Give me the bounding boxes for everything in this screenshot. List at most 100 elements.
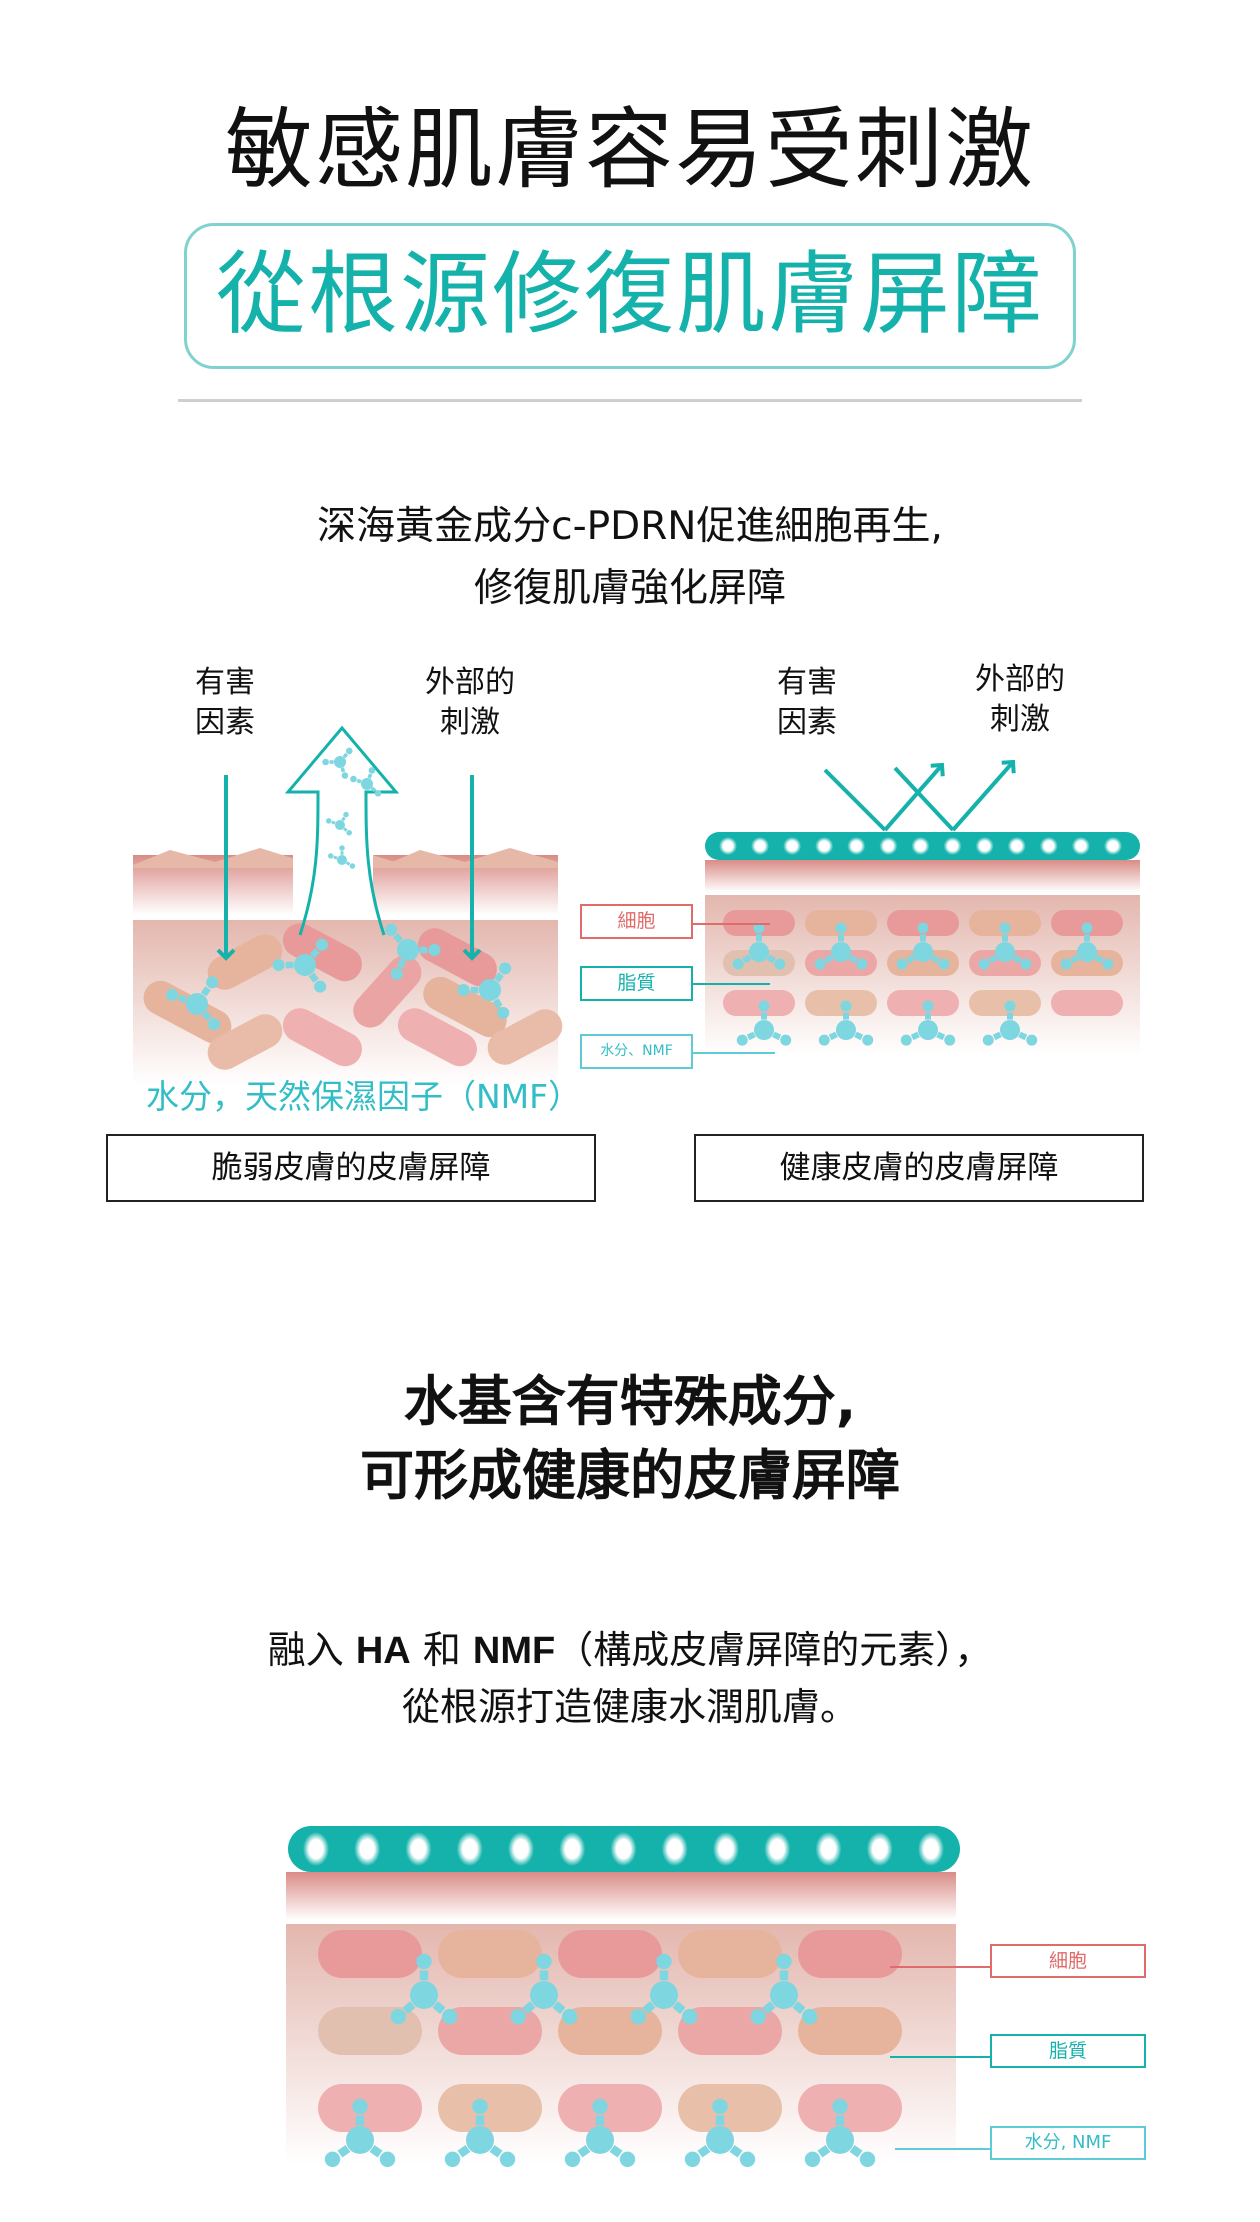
- barrier-dot: [559, 1832, 586, 1866]
- intro-line-2: 修復肌膚強化屏障: [473, 566, 786, 611]
- label-harmful-factors: 有害 因素: [195, 665, 255, 740]
- barrier-dots: [303, 1832, 944, 1866]
- barrier-dot: [405, 1832, 432, 1866]
- molecule-icon: [750, 1953, 818, 2025]
- ha-highlight: HA: [355, 1630, 411, 1672]
- molecule-icon: [630, 1953, 698, 2025]
- molecule-icon: [804, 2098, 876, 2167]
- molecule-icon: [444, 2098, 516, 2167]
- cell: [805, 950, 877, 976]
- cell: [887, 990, 959, 1016]
- molecule-icon: [350, 767, 382, 797]
- barrier-dot: [719, 837, 737, 855]
- barrier-dot: [879, 837, 898, 855]
- molecule-icon: [325, 811, 352, 836]
- molecule-icon: [1060, 922, 1114, 970]
- barrier-dot: [911, 837, 930, 855]
- molecule-icon: [818, 1000, 874, 1046]
- moisture-loss-arrow-icon: [284, 725, 400, 936]
- headline: 敏感肌膚容易受刺激: [224, 98, 1035, 201]
- molecule-icon: [327, 845, 356, 869]
- molecule-icon: [684, 2098, 756, 2167]
- section2-body-line-1: 融入 HA 和 NMF（構成皮膚屏障的元素），: [267, 1628, 993, 1672]
- molecule-icon: [736, 1000, 792, 1046]
- cell: [438, 2084, 542, 2132]
- barrier-dot: [943, 837, 962, 855]
- barrier-dot: [815, 837, 834, 855]
- scattered-molecules: [166, 747, 512, 1031]
- cell: [798, 2007, 902, 2055]
- legend-lipids: 脂質: [580, 966, 693, 1001]
- cell: [558, 1930, 662, 1978]
- molecule-icon: [982, 1000, 1038, 1046]
- molecule-icon: [900, 1000, 956, 1046]
- molecule-icon: [896, 922, 950, 970]
- barrier-dot: [783, 837, 802, 855]
- divider: [178, 399, 1082, 402]
- barrier-dot: [508, 1832, 534, 1866]
- legend-cells: 細胞: [990, 1944, 1146, 1978]
- cell: [723, 990, 795, 1016]
- barrier-dot: [1007, 837, 1026, 855]
- barrier-dot: [1039, 837, 1058, 855]
- barrier-dot: [661, 1832, 688, 1866]
- cell: [969, 990, 1041, 1016]
- highlight-box: [184, 223, 1076, 369]
- cell: [969, 950, 1041, 976]
- molecule-icon: [322, 747, 353, 779]
- molecule-icon: [732, 922, 786, 970]
- ordered-cells: [318, 1930, 902, 2167]
- molecule-icon: [457, 962, 512, 1019]
- molecule-icon: [324, 2098, 396, 2167]
- fragile-barrier-caption: 脆弱皮膚的皮膚屏障: [106, 1134, 596, 1202]
- cell: [1051, 990, 1123, 1016]
- barrier-dot: [975, 837, 994, 855]
- section2-body: 融入 HA 和 NMF（構成皮膚屏障的元素）， 從根源打造健康水潤肌膚。: [0, 1622, 1260, 1735]
- nmf-caption: 水分，天然保濕因子（NMF）: [146, 1077, 582, 1116]
- barrier-dot: [610, 1832, 637, 1866]
- cell: [805, 990, 877, 1016]
- molecule-icon: [390, 1953, 458, 2025]
- cell: [1051, 950, 1123, 976]
- barrier-dot: [354, 1832, 381, 1866]
- barrier-dot: [815, 1832, 842, 1866]
- cell: [887, 950, 959, 976]
- reflected-arrow-icon: [951, 759, 1016, 832]
- cell: [438, 1930, 542, 1978]
- barrier-dot: [303, 1832, 329, 1866]
- cell: [723, 950, 795, 976]
- legend-cells: 細胞: [580, 904, 693, 939]
- intro-line-1: 深海黃金成分c-PDRN促進細胞再生,: [317, 504, 943, 549]
- label-external-stimulus: 外部的 刺激: [975, 662, 1065, 737]
- barrier-dot: [847, 837, 866, 855]
- formula-skin-diagram: [286, 1826, 992, 2167]
- reflected-arrow-icon: [883, 762, 945, 832]
- barrier-dot: [1071, 837, 1090, 855]
- cell: [558, 2084, 662, 2132]
- molecule-icon: [384, 923, 441, 980]
- cell: [678, 1930, 782, 1978]
- healthy-barrier-caption: 健康皮膚的皮膚屏障: [694, 1134, 1144, 1202]
- cell: [678, 2084, 782, 2132]
- section2-body-line-2: 從根源打造健康水潤肌膚。: [401, 1685, 858, 1729]
- molecule-icon: [510, 1953, 578, 2025]
- cell: [798, 2084, 902, 2132]
- legend-lipids: 脂質: [990, 2034, 1146, 2068]
- legend-water-nmf: 水分, NMF: [990, 2126, 1146, 2160]
- barrier-dot: [1104, 837, 1122, 855]
- label-harmful-factors: 有害 因素: [777, 665, 837, 740]
- molecule-icon: [272, 938, 329, 993]
- healthy-skin-diagram: [652, 759, 1140, 1055]
- molecule-icon: [564, 2098, 636, 2167]
- barrier-dot: [866, 1832, 893, 1866]
- fragile-skin-diagram: [133, 725, 563, 1085]
- label-external-stimulus: 外部的 刺激: [425, 665, 515, 740]
- molecule-icon: [166, 976, 221, 1031]
- cell: [318, 2084, 422, 2132]
- nmf-highlight: NMF: [472, 1630, 556, 1672]
- barrier-dot: [918, 1832, 944, 1866]
- barrier-dot: [751, 837, 770, 855]
- barrier-dot: [713, 1832, 739, 1866]
- cell: [798, 1930, 902, 1978]
